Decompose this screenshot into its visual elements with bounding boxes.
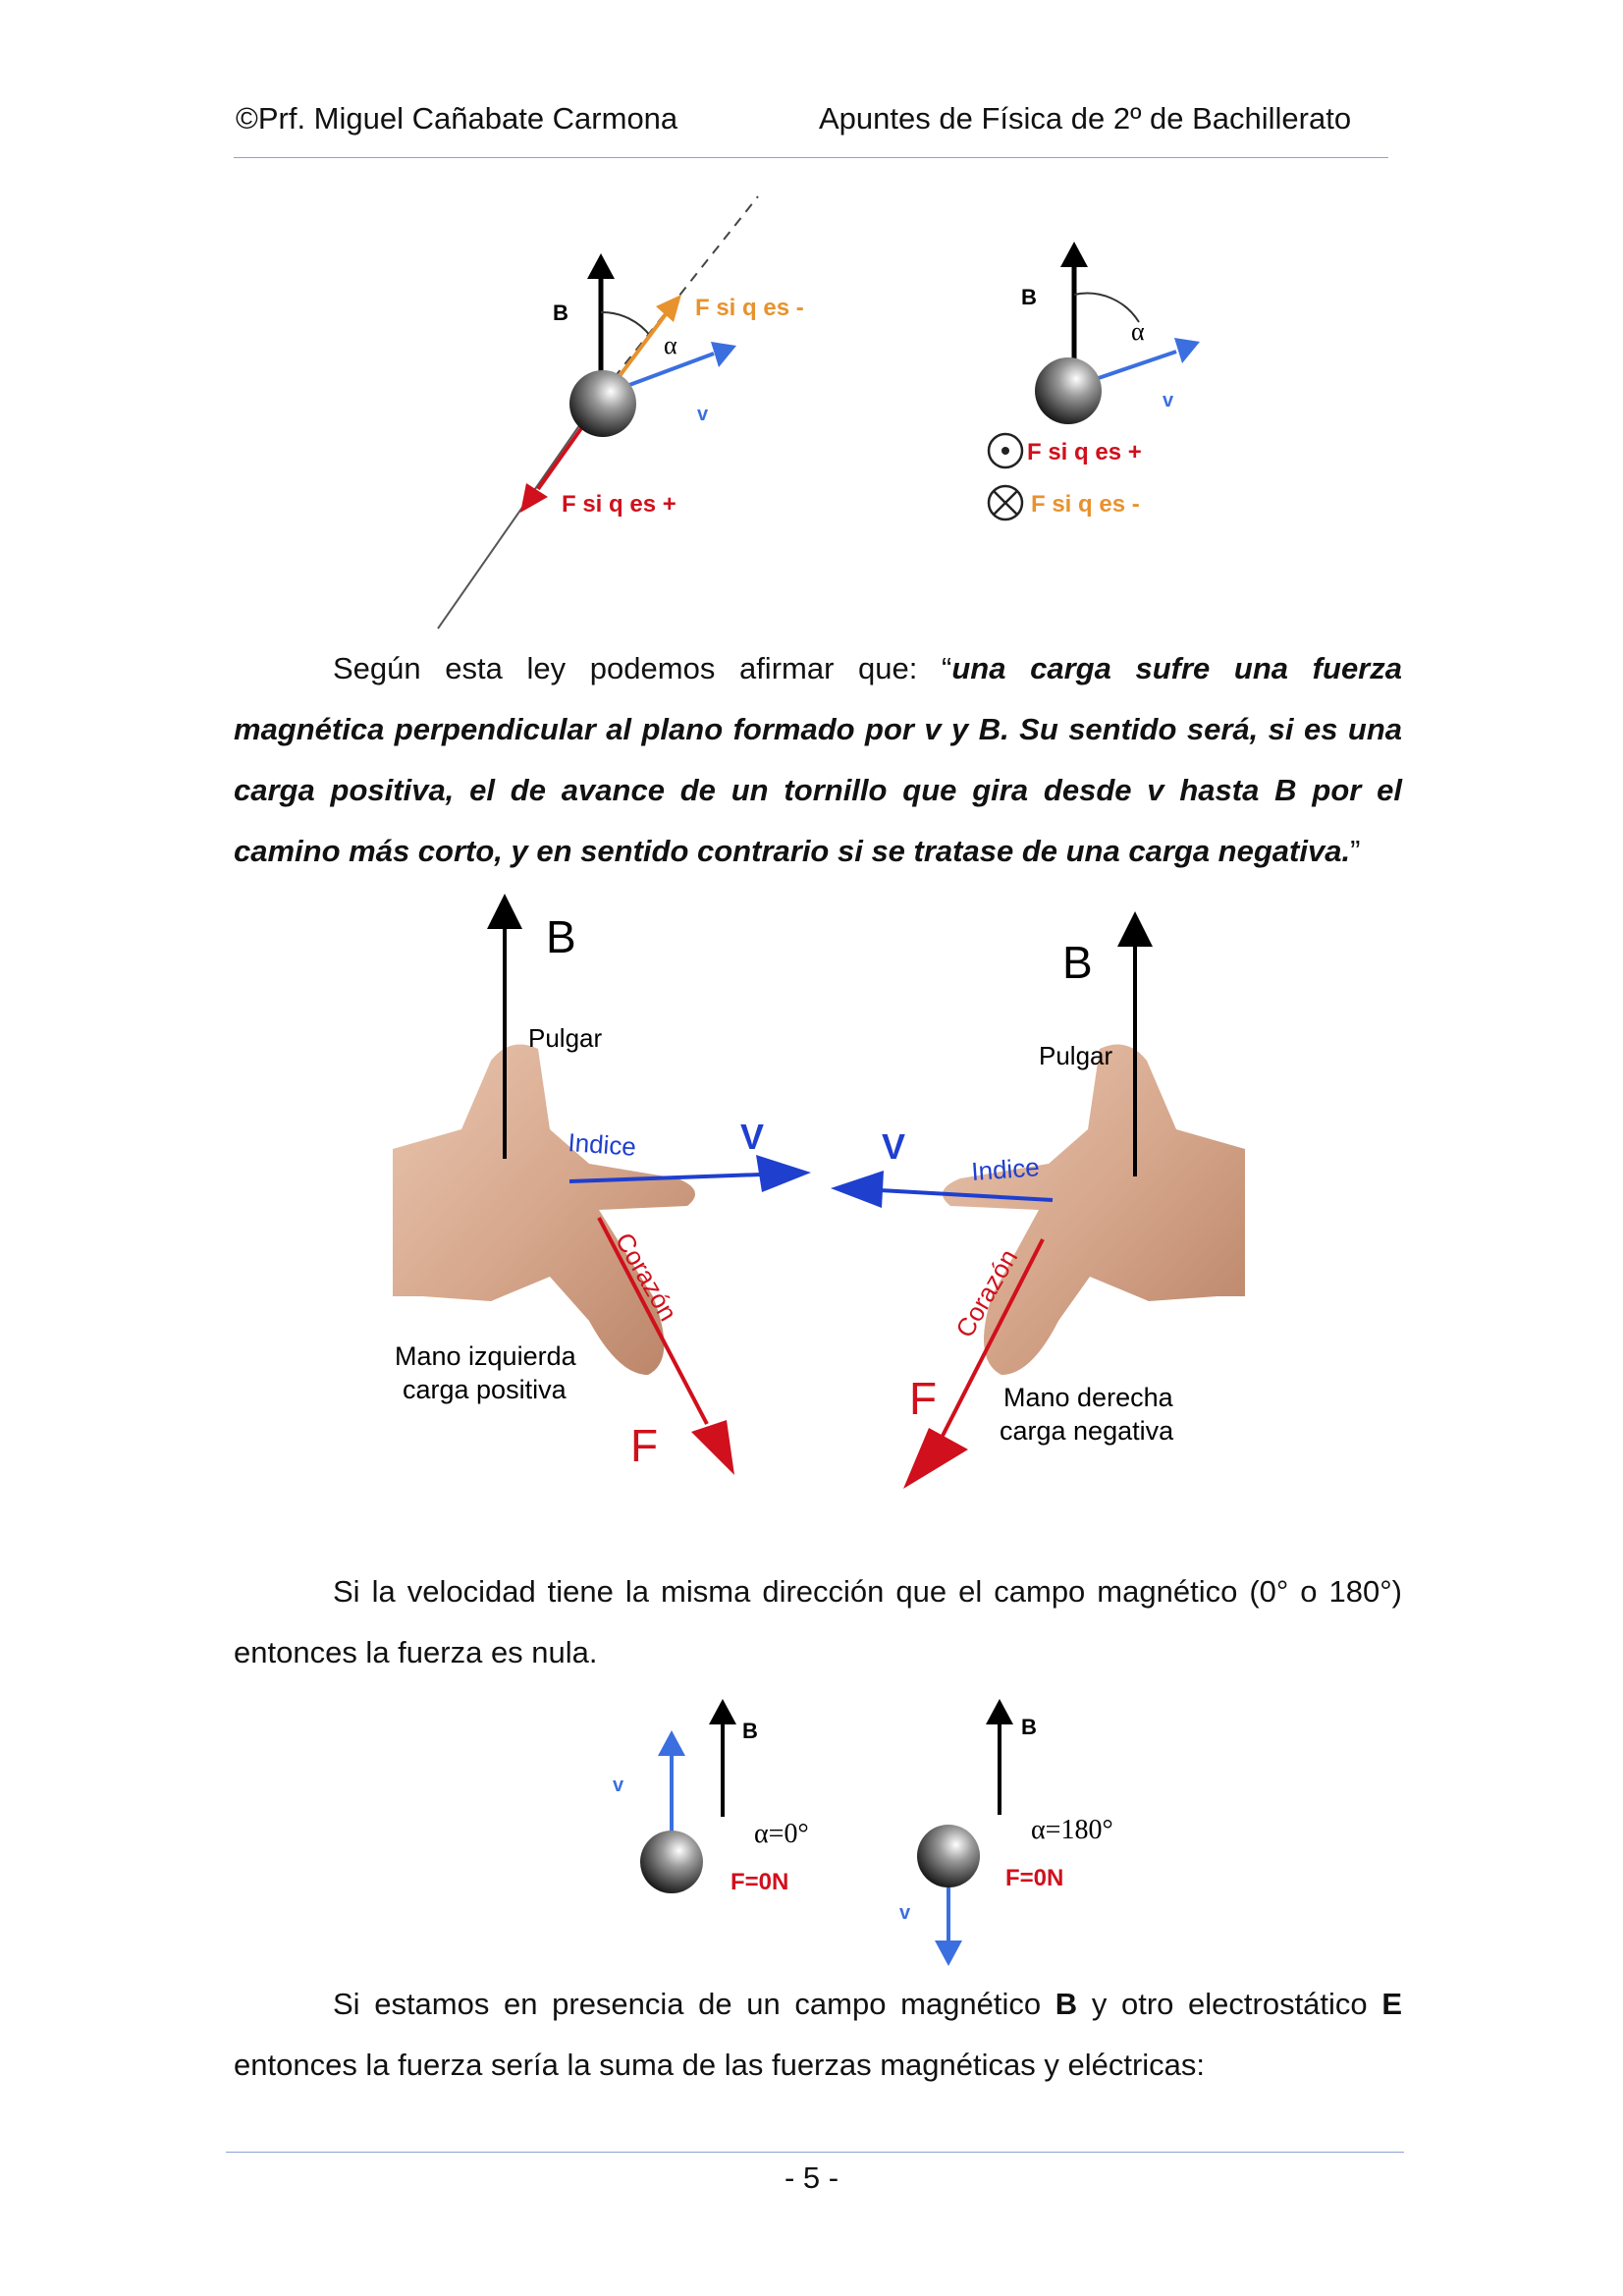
diagram-alpha-0: v B α=0° F=0N (613, 1699, 809, 1895)
label-f-positive: F si q es + (1027, 439, 1142, 465)
caption-line2: carga negativa (1000, 1416, 1174, 1446)
label-alpha: α (664, 331, 677, 359)
page-number: - 5 - (784, 2160, 839, 2195)
solid-line (437, 391, 604, 629)
charge-ball (569, 370, 636, 437)
label-f-negative: F si q es - (1031, 491, 1140, 518)
label-b: B (1021, 1715, 1037, 1739)
diagram-alpha-180: v B α=180° F=0N (899, 1699, 1113, 1966)
label-alpha: α (1131, 317, 1145, 346)
label-b: B (553, 301, 568, 325)
emphasis-rule: una carga sufre una fuerza magnética per… (234, 651, 1402, 868)
dashed-line (602, 195, 759, 393)
label-thumb: Pulgar (528, 1023, 602, 1053)
paragraph-parallel-velocity: Si la velocidad tiene la misma dirección… (234, 1574, 1402, 1669)
footer-rule (226, 2152, 1404, 2153)
alpha-arc (1073, 292, 1140, 323)
figure-hand-rule: B Pulgar Indice V Corazón F Mano izquier… (393, 894, 1245, 1489)
charge-ball (917, 1825, 980, 1887)
v-vector (568, 1173, 762, 1183)
label-v: v (1163, 390, 1174, 411)
f-positive-vector (536, 415, 591, 491)
label-v: v (613, 1775, 624, 1796)
label-v: v (899, 1902, 911, 1924)
label-alpha: α=0° (754, 1819, 809, 1849)
dot-out-of-page-icon (987, 432, 1024, 469)
charge-ball (1035, 357, 1102, 424)
label-v: V (882, 1126, 905, 1167)
header-author: ©Prf. Miguel Cañabate Carmona (236, 101, 678, 136)
label-v: V (740, 1117, 764, 1157)
left-hand-diagram: B Pulgar Indice V Corazón F Mano izquier… (393, 894, 811, 1475)
figure-lorentz-force-directions: B α F si q es - v F si q es + B α v F si… (437, 195, 1200, 629)
left-hand-image (393, 1044, 695, 1375)
v-vector (1089, 350, 1177, 383)
f-vector (597, 1217, 709, 1425)
diagram-left-force: B α F si q es - v F si q es + (437, 195, 804, 629)
label-f: F (909, 1373, 937, 1424)
right-hand-image (943, 1044, 1245, 1375)
right-hand-diagram: B Pulgar Indice V Corazón F Mano derecha… (831, 911, 1245, 1489)
cross-into-page-icon (987, 484, 1024, 521)
alpha-arc (600, 310, 652, 338)
f-vector (941, 1238, 1045, 1437)
label-index: Indice (568, 1127, 637, 1162)
paragraph-combined-fields: Si estamos en presencia de un campo magn… (234, 1987, 1402, 2082)
caption-line1: Mano derecha (1003, 1383, 1174, 1412)
label-b: B (1021, 285, 1037, 309)
header-rule (234, 157, 1388, 158)
v-vector (879, 1188, 1054, 1202)
caption-line2: carga positiva (403, 1375, 568, 1404)
label-f-negative: F si q es - (695, 295, 804, 321)
diagram-right-force: B α v F si q es + F si q es - (987, 242, 1200, 521)
label-f-positive: F si q es + (562, 491, 676, 518)
label-force: F=0N (1005, 1865, 1063, 1891)
v-vector (613, 352, 715, 393)
label-thumb: Pulgar (1039, 1041, 1112, 1070)
label-v: v (697, 404, 709, 425)
label-index: Indice (970, 1152, 1040, 1186)
caption-line1: Mano izquierda (395, 1341, 577, 1371)
charge-ball (640, 1831, 703, 1893)
paragraph-lorentz-rule: Según esta ley podemos afirmar que: “una… (234, 651, 1402, 868)
figure-zero-force: v B α=0° F=0N v B α=180° F=0N (613, 1699, 1113, 1966)
label-b: B (546, 911, 576, 962)
header-course: Apuntes de Física de 2º de Bachillerato (819, 101, 1352, 136)
label-b: B (742, 1719, 758, 1743)
label-force: F=0N (730, 1869, 788, 1895)
label-b: B (1062, 937, 1093, 988)
label-f: F (630, 1420, 658, 1471)
label-alpha: α=180° (1031, 1815, 1113, 1845)
